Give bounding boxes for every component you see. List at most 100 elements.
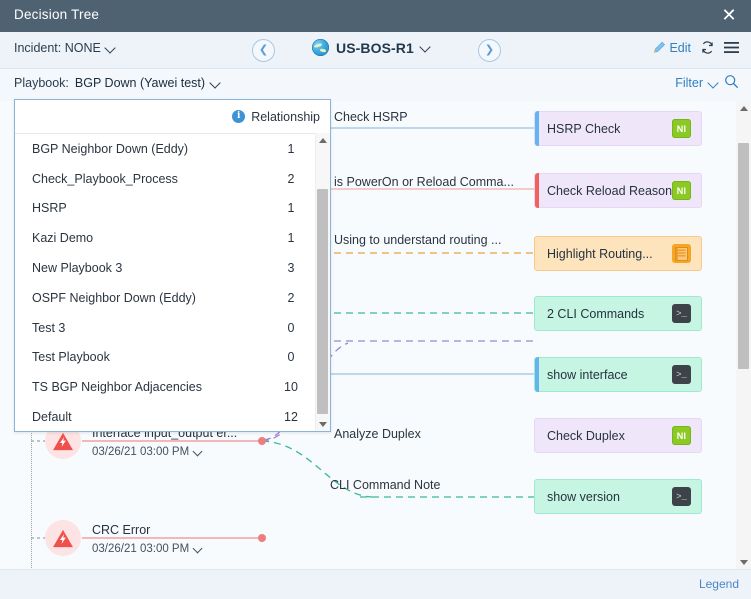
alert-item[interactable]: CRC Error 03/26/21 03:00 PM [45, 520, 202, 556]
list-item[interactable]: OSPF Neighbor Down (Eddy) 2 [15, 283, 330, 313]
scrollbar-thumb[interactable] [738, 143, 749, 369]
node-label: Check Reload Reason [535, 184, 672, 198]
list-item[interactable]: New Playbook 3 3 [15, 253, 330, 283]
ni-badge: NI [672, 181, 691, 200]
window-title: Decision Tree [14, 7, 99, 22]
tree-node-hsrp-check[interactable]: HSRP Check NI [534, 111, 702, 146]
legend-link[interactable]: Legend [699, 577, 739, 591]
tree-node-show-interface[interactable]: show interface >_ [534, 357, 702, 392]
list-item-name: New Playbook 3 [32, 261, 252, 275]
filter-label: Filter [675, 76, 703, 90]
close-icon[interactable]: ✕ [717, 4, 741, 28]
chevron-down-icon [106, 44, 115, 53]
edit-label: Edit [669, 41, 691, 55]
dropdown-header: i Relationship [15, 100, 330, 134]
list-item[interactable]: TS BGP Neighbor Adjacencies 10 [15, 372, 330, 402]
terminal-icon: >_ [672, 487, 691, 506]
list-item-name: Default [32, 410, 252, 424]
incident-label: Incident: NONE [14, 41, 101, 55]
edge-label: CLI Command Note [330, 478, 440, 492]
ni-badge: NI [672, 119, 691, 138]
alert-time-text: 03/26/21 03:00 PM [92, 543, 189, 555]
refresh-icon[interactable] [700, 40, 715, 55]
node-stripe [535, 173, 539, 208]
node-label: Highlight Routing... [535, 247, 672, 261]
incident-selector[interactable]: Incident: NONE [14, 41, 115, 55]
node-label: show version [535, 490, 672, 504]
list-item[interactable]: Check_Playbook_Process 2 [15, 164, 330, 194]
edge-label: Using to understand routing ... [334, 233, 501, 247]
list-item-name: Test Playbook [32, 350, 252, 364]
list-item[interactable]: Kazi Demo 1 [15, 223, 330, 253]
list-item[interactable]: BGP Neighbor Down (Eddy) 1 [15, 134, 330, 164]
chevron-left-icon[interactable]: ❮ [252, 39, 275, 62]
node-label: 2 CLI Commands [535, 307, 672, 321]
edge-label: Check HSRP [334, 110, 408, 124]
node-stripe [535, 111, 539, 146]
dropdown-scrollbar[interactable] [315, 133, 330, 431]
alert-time-text: 03/26/21 03:00 PM [92, 446, 189, 458]
alert-triangle-icon [45, 520, 81, 556]
device-selector[interactable]: US-BOS-R1 [312, 39, 430, 56]
list-item-name: Check_Playbook_Process [32, 172, 252, 186]
list-item-name: HSRP [32, 201, 252, 215]
playbook-label: Playbook: [14, 76, 69, 90]
scrollbar-thumb[interactable] [317, 189, 328, 414]
chevron-down-icon [211, 79, 220, 88]
hamburger-menu-icon[interactable] [724, 41, 739, 54]
window-titlebar: Decision Tree ✕ [0, 0, 751, 32]
playbook-row: Playbook: BGP Down (Yawei test) Filter [0, 69, 751, 101]
tree-node-highlight-routing[interactable]: Highlight Routing... [534, 236, 702, 271]
document-icon [672, 244, 691, 263]
alert-title: CRC Error [92, 523, 150, 537]
node-stripe [535, 357, 539, 392]
node-label: show interface [535, 368, 672, 382]
edit-button[interactable]: Edit [653, 41, 691, 55]
node-label: HSRP Check [535, 122, 672, 136]
list-item-name: BGP Neighbor Down (Eddy) [32, 142, 252, 156]
tree-node-show-version[interactable]: show version >_ [534, 479, 702, 514]
chevron-down-icon [421, 43, 430, 52]
chevron-down-icon [709, 79, 718, 88]
node-label: Check Duplex [535, 429, 672, 443]
chevron-down-icon [194, 448, 202, 456]
alert-timestamp[interactable]: 03/26/21 03:00 PM [92, 543, 202, 555]
tree-node-check-duplex[interactable]: Check Duplex NI [534, 418, 702, 453]
playbook-value: BGP Down (Yawei test) [75, 76, 205, 90]
canvas-scrollbar[interactable] [736, 101, 751, 570]
info-icon[interactable]: i [232, 110, 245, 123]
device-name: US-BOS-R1 [336, 40, 414, 56]
list-item[interactable]: Test Playbook 0 [15, 343, 330, 373]
chevron-right-icon[interactable]: ❯ [478, 39, 501, 62]
tree-node-2-cli-commands[interactable]: 2 CLI Commands >_ [534, 296, 702, 331]
list-item-name: Kazi Demo [32, 231, 252, 245]
footer: Legend [0, 569, 751, 599]
list-item[interactable]: HSRP 1 [15, 194, 330, 224]
filter-control[interactable]: Filter [675, 74, 739, 92]
search-icon[interactable] [724, 74, 739, 92]
list-item-name: Test 3 [32, 321, 252, 335]
terminal-icon: >_ [672, 365, 691, 384]
terminal-icon: >_ [672, 304, 691, 323]
edge-label: is PowerOn or Reload Comma... [334, 175, 514, 189]
globe-icon [312, 39, 329, 56]
alert-timestamp[interactable]: 03/26/21 03:00 PM [92, 446, 237, 458]
list-item[interactable]: Default 12 [15, 402, 330, 432]
playbook-selector[interactable]: Playbook: BGP Down (Yawei test) [14, 76, 220, 90]
playbook-dropdown[interactable]: i Relationship BGP Neighbor Down (Eddy) … [14, 99, 331, 432]
list-item-name: OSPF Neighbor Down (Eddy) [32, 291, 252, 305]
tree-node-check-reload-reason[interactable]: Check Reload Reason NI [534, 173, 702, 208]
scroll-up-arrow-icon[interactable] [316, 133, 330, 147]
scroll-down-arrow-icon[interactable] [736, 555, 751, 570]
toolbar: Incident: NONE ❮ US-BOS-R1 ❯ Edit [0, 32, 751, 69]
scroll-up-arrow-icon[interactable] [736, 101, 751, 116]
scroll-down-arrow-icon[interactable] [316, 417, 330, 431]
dropdown-list[interactable]: BGP Neighbor Down (Eddy) 1 Check_Playboo… [15, 134, 330, 432]
ni-badge: NI [672, 426, 691, 445]
toolbar-actions: Edit [653, 40, 739, 55]
chevron-down-icon [194, 545, 202, 553]
relationship-column-header: Relationship [251, 110, 320, 124]
pencil-icon [653, 41, 666, 54]
list-item[interactable]: Test 3 0 [15, 313, 330, 343]
